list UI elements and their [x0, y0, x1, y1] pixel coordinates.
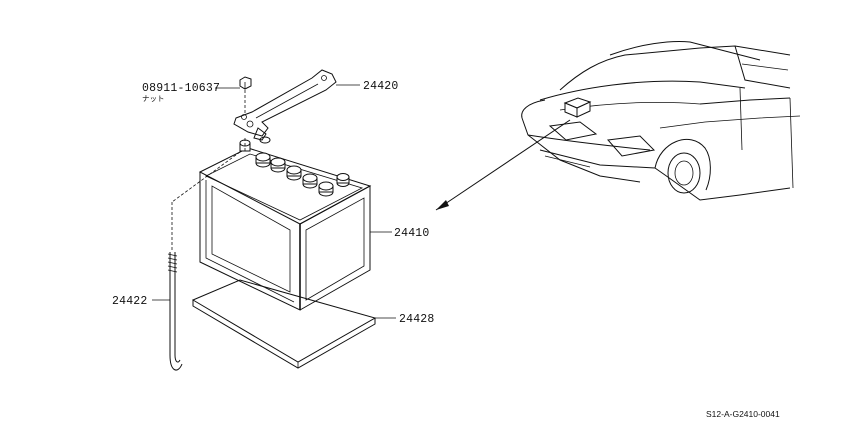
- hold-down-bracket: [233, 69, 337, 141]
- battery-tray: [191, 279, 377, 369]
- part-name-nut: ナット: [142, 94, 165, 103]
- battery: [198, 136, 372, 311]
- diagram-reference-code: S12-A-G2410-0041: [706, 409, 780, 419]
- car-illustration: [521, 41, 801, 201]
- part-number-24422: 24422: [112, 295, 148, 308]
- part-number-nut: 08911-10637: [142, 82, 220, 95]
- nut: [239, 76, 252, 115]
- part-number-24420: 24420: [363, 80, 399, 93]
- part-number-24410: 24410: [394, 227, 430, 240]
- location-arrow: [435, 119, 571, 211]
- j-bolt: [167, 138, 246, 371]
- part-number-24428: 24428: [399, 313, 435, 326]
- leader-lines: [152, 84, 396, 319]
